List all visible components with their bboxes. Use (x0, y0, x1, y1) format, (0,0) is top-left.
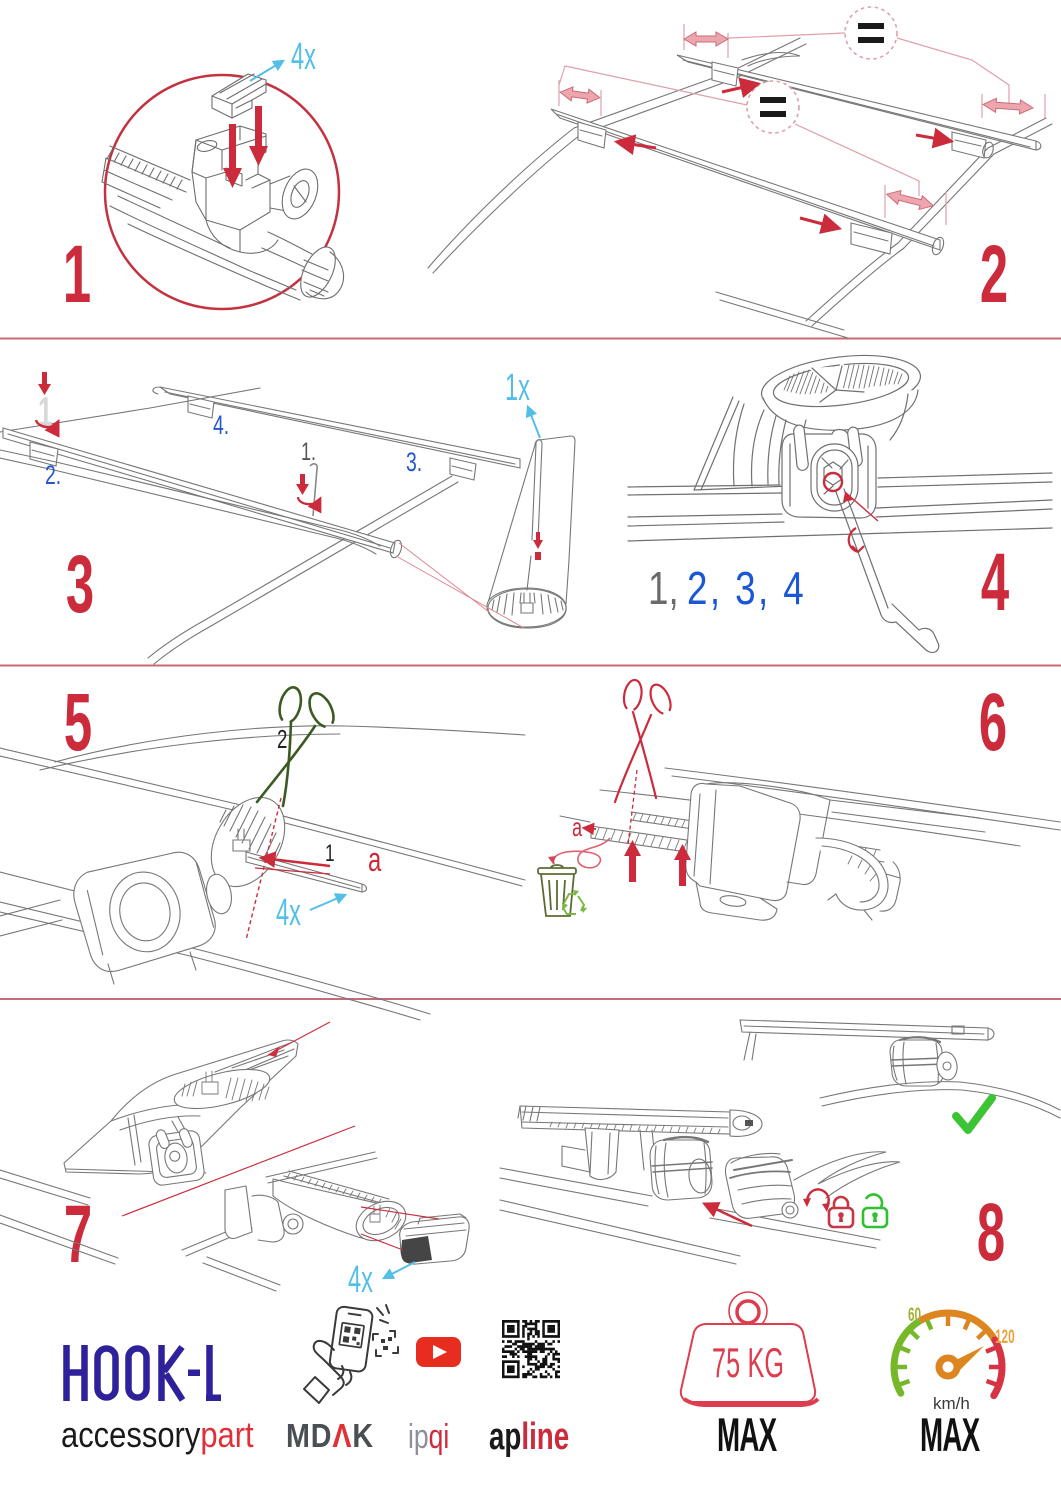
svg-text:8: 8 (977, 1187, 1005, 1278)
svg-text:1: 1 (325, 840, 335, 866)
svg-text:4x: 4x (348, 1257, 373, 1300)
svg-text:a: a (572, 813, 583, 842)
svg-text:2: 2 (277, 724, 287, 754)
svg-text:60: 60 (908, 1305, 921, 1325)
svg-text:4.: 4. (213, 410, 229, 440)
svg-text:120: 120 (995, 1327, 1015, 1347)
svg-text:2, 3, 4: 2, 3, 4 (687, 562, 806, 614)
svg-text:7: 7 (64, 1189, 92, 1280)
svg-text:MAX: MAX (717, 1410, 777, 1462)
svg-text:1x: 1x (505, 365, 530, 408)
svg-text:1.: 1. (301, 437, 316, 466)
svg-text:6: 6 (979, 677, 1007, 768)
svg-text:75 KG: 75 KG (712, 1341, 784, 1387)
svg-text:MDΛK: MDΛK (286, 1417, 374, 1454)
svg-text:2: 2 (980, 229, 1008, 320)
svg-text:2.: 2. (45, 460, 61, 490)
svg-text:ipqi: ipqi (408, 1418, 449, 1456)
svg-text:apline: apline (489, 1416, 569, 1458)
svg-text:1,: 1, (648, 562, 679, 614)
svg-text:5: 5 (64, 677, 92, 768)
svg-text:1: 1 (38, 389, 52, 436)
svg-text:4x: 4x (276, 890, 301, 933)
svg-text:4: 4 (981, 537, 1009, 628)
svg-text:MAX: MAX (920, 1410, 980, 1462)
svg-text:a: a (368, 841, 382, 879)
svg-text:km/h: km/h (933, 1394, 970, 1413)
svg-text:3.: 3. (406, 447, 422, 477)
svg-text:4x: 4x (291, 34, 316, 77)
svg-text:3: 3 (66, 539, 94, 630)
svg-text:accessorypart: accessorypart (61, 1416, 254, 1456)
svg-text:1: 1 (63, 229, 91, 320)
